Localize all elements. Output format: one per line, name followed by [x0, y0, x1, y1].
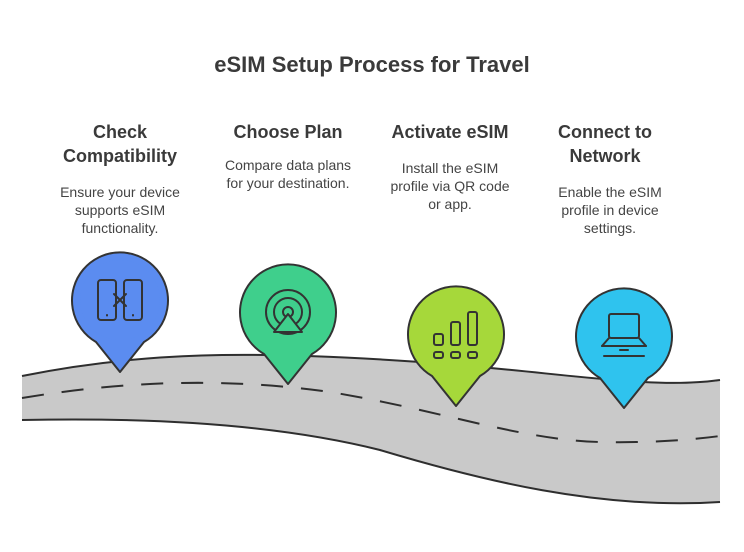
step-4-description: Enable the eSIM profile in device settin… — [520, 183, 700, 237]
step-1-marker — [71, 251, 169, 373]
step-1-desc-line-2: supports eSIM — [74, 202, 166, 218]
step-2-marker — [239, 263, 337, 385]
step-4-pin — [575, 287, 673, 409]
road-bottom-edge — [21, 418, 721, 505]
step-4-heading-line-2: Network — [569, 146, 641, 166]
step-2-heading: Choose Plan — [196, 120, 380, 144]
step-1-description: Ensure your device supports eSIM functio… — [30, 183, 210, 237]
step-1-heading: Check Compatibility — [30, 120, 210, 168]
step-4-heading-line-1: Connect to — [558, 122, 652, 142]
phone-compare-icon — [97, 279, 143, 321]
signal-bars-icon — [433, 311, 478, 359]
step-3-desc-line-2: profile via QR code — [390, 178, 510, 194]
signal-broadcast-icon — [265, 289, 311, 335]
step-4-desc-line-3: settings. — [583, 220, 637, 236]
step-2-heading-line-1: Choose Plan — [233, 122, 343, 142]
step-2-desc-line-2: for your destination. — [226, 175, 350, 191]
step-1-heading-line-1: Check — [92, 122, 148, 142]
step-1-heading-line-2: Compatibility — [62, 146, 177, 166]
step-4-desc-line-2: profile in device — [561, 202, 659, 218]
step-4-marker — [575, 287, 673, 409]
step-4-desc-line-1: Enable the eSIM — [558, 184, 662, 200]
step-2-desc-line-1: Compare data plans — [224, 157, 352, 173]
laptop-icon — [601, 313, 647, 357]
diagram-title: eSIM Setup Process for Travel — [214, 52, 530, 77]
step-1-desc-line-3: functionality. — [81, 220, 159, 236]
step-3-pin — [407, 285, 505, 407]
step-1-desc-line-1: Ensure your device — [60, 184, 180, 200]
step-3-marker — [407, 285, 505, 407]
step-3-desc-line-1: Install the eSIM — [401, 160, 499, 176]
road-surface — [22, 354, 720, 504]
step-4-heading: Connect to Network — [520, 120, 690, 168]
step-3-heading: Activate eSIM — [362, 120, 538, 144]
step-3-heading-line-1: Activate eSIM — [391, 122, 509, 142]
road-center-dashes — [21, 381, 721, 444]
step-3-description: Install the eSIM profile via QR code or … — [362, 159, 538, 213]
step-3-desc-line-3: or app. — [428, 196, 472, 212]
step-2-description: Compare data plans for your destination. — [196, 156, 380, 192]
